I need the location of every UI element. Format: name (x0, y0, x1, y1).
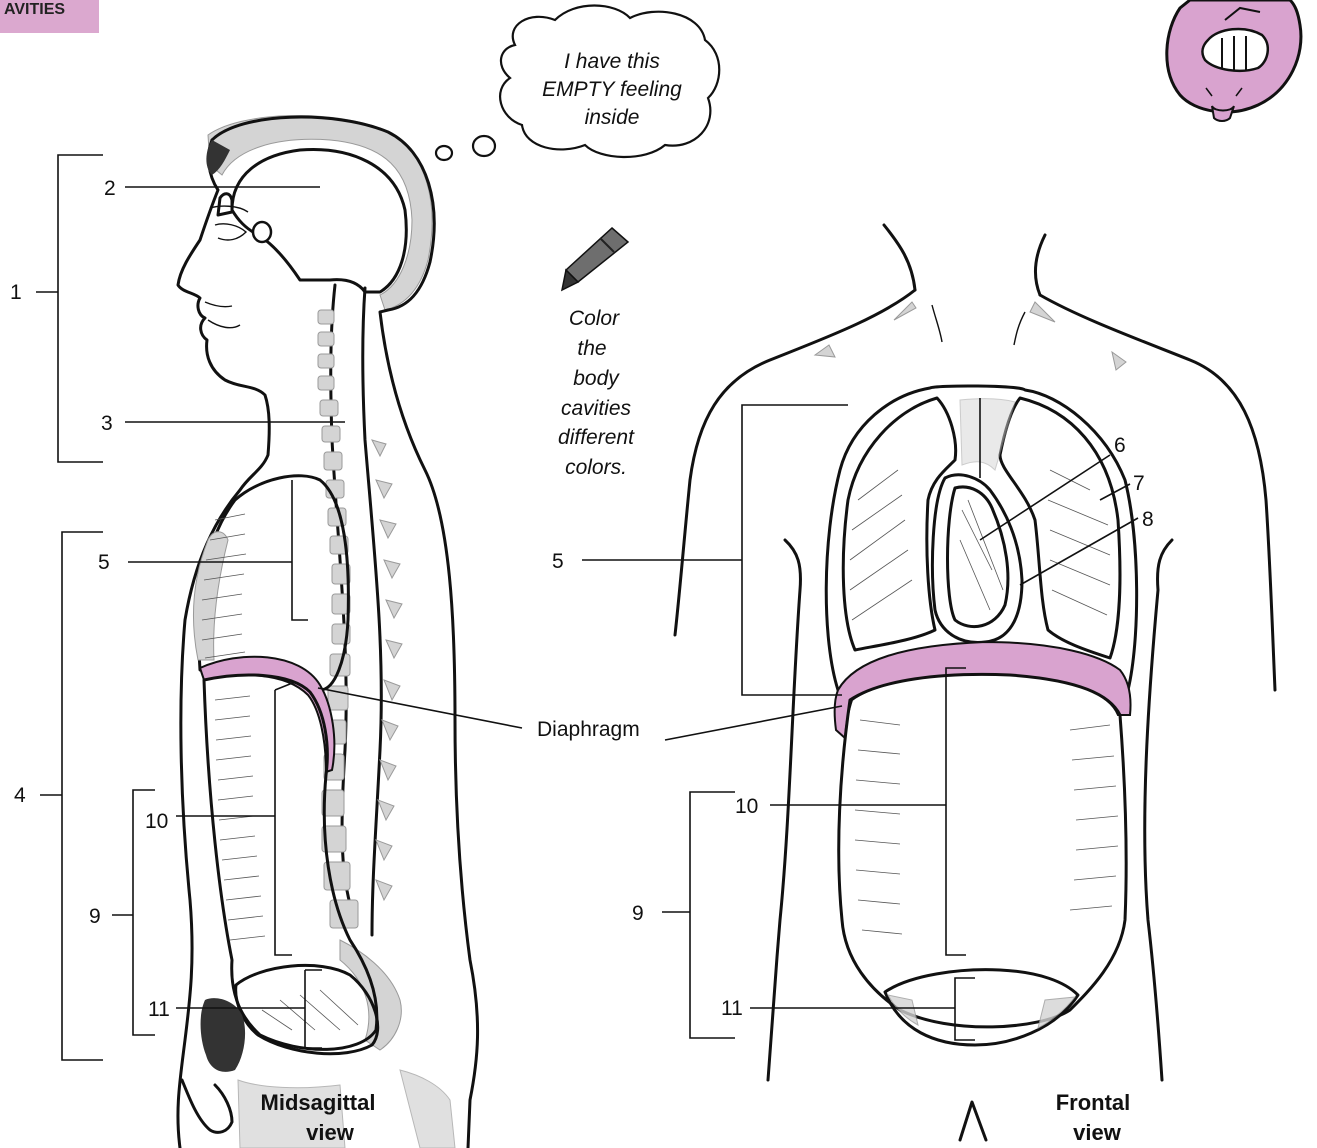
label-2: 2 (104, 177, 116, 200)
label-diaphragm: Diaphragm (537, 718, 640, 741)
midsagittal-title-line-1: Midsagittal (261, 1090, 376, 1115)
label-5-left: 5 (98, 551, 110, 574)
thought-line-3: inside (585, 106, 640, 129)
frontal-title-line-2: view (1073, 1120, 1122, 1145)
midsagittal-callouts: 1 2 3 4 5 9 10 11 (10, 155, 522, 1060)
instruction-line-2: the (577, 337, 606, 360)
label-5-right: 5 (552, 550, 564, 573)
label-9-left: 9 (89, 905, 101, 928)
section-tag: AVITIES (0, 0, 99, 33)
crayon-icon (562, 228, 628, 290)
frontal-abdominal-hatching (855, 720, 1118, 1028)
instruction-line-4: cavities (561, 397, 632, 420)
section-tag-text: AVITIES (4, 1, 65, 18)
thought-line-1: I have this (564, 50, 660, 73)
instruction-line-1: Color (569, 307, 620, 330)
label-10-left: 10 (145, 810, 168, 833)
label-11-right: 11 (721, 997, 743, 1020)
label-7: 7 (1133, 472, 1145, 495)
label-3: 3 (101, 412, 113, 435)
midsagittal-figure (178, 115, 478, 1148)
coloring-instruction: Color the body cavities different colors… (558, 307, 635, 479)
thought-bubble: I have this EMPTY feeling inside (436, 6, 719, 161)
instruction-line-6: colors. (565, 456, 627, 479)
label-6: 6 (1114, 434, 1126, 457)
frontal-title-line-1: Frontal (1056, 1090, 1131, 1115)
midsagittal-title-line-2: view (306, 1120, 355, 1145)
instruction-line-5: different (558, 426, 635, 449)
label-11-left: 11 (148, 998, 170, 1021)
label-4: 4 (14, 784, 26, 807)
label-1: 1 (10, 281, 22, 304)
label-10-right: 10 (735, 795, 758, 818)
instruction-line-3: body (573, 367, 620, 390)
balloon-fist-icon (1167, 0, 1301, 121)
frontal-title: Frontal view (1056, 1090, 1131, 1145)
label-9-right: 9 (632, 902, 644, 925)
frontal-figure (675, 225, 1275, 1140)
thought-line-2: EMPTY feeling (542, 78, 682, 101)
label-8: 8 (1142, 508, 1154, 531)
